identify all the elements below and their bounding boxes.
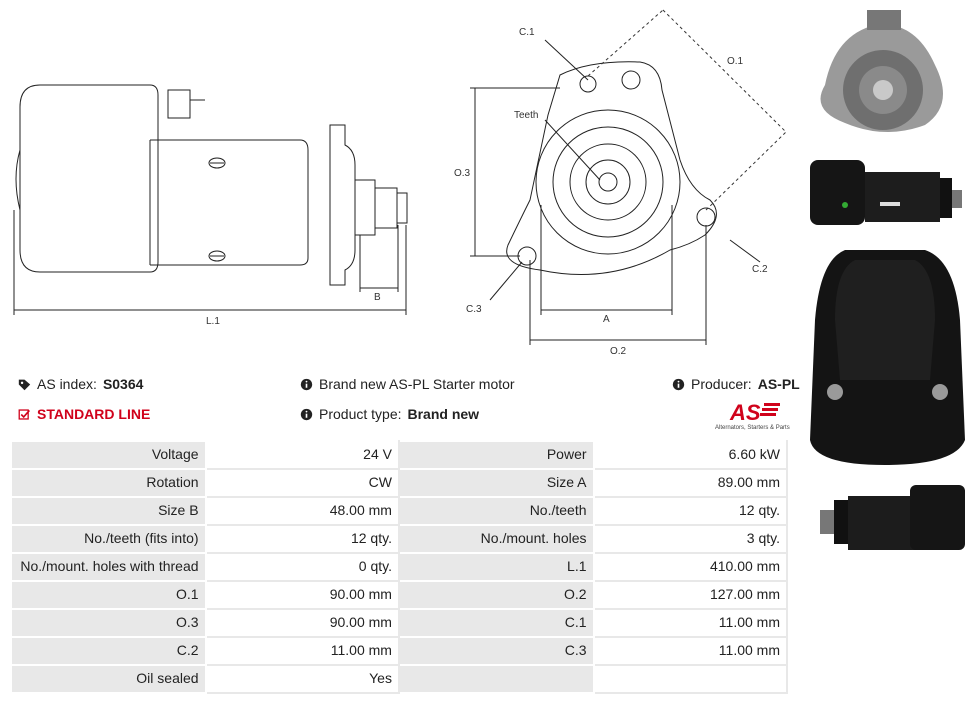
spec-label: Rotation: [10, 468, 207, 498]
table-row: No./teeth (fits into)12 qty.No./mount. h…: [10, 524, 789, 554]
teeth-label: Teeth: [514, 110, 538, 121]
product-photo-front[interactable]: [805, 5, 955, 145]
spec-value: 6.60 kW: [592, 440, 789, 470]
product-type-value: Brand new: [407, 406, 480, 422]
product-photo-cover[interactable]: [805, 240, 965, 470]
spec-label: No./teeth (fits into): [10, 524, 207, 554]
product-description: Brand new AS-PL Starter motor: [300, 376, 515, 392]
spec-value: 48.00 mm: [204, 496, 400, 526]
spec-label: No./mount. holes: [397, 524, 595, 554]
c2-label: C.2: [752, 264, 768, 275]
spec-label: Size A: [397, 468, 595, 498]
spec-value: 89.00 mm: [592, 468, 789, 498]
as-index-label: AS index:: [37, 376, 97, 392]
spec-value: 24 V: [204, 440, 400, 470]
spec-label: Size B: [10, 496, 207, 526]
o1-label: O.1: [727, 56, 744, 67]
a-label: A: [603, 314, 610, 325]
info-icon: [672, 378, 685, 390]
product-type-label: Product type:: [319, 406, 402, 422]
solenoid-outline: [19, 84, 159, 273]
spec-value: CW: [204, 468, 400, 498]
tag-icon: [18, 379, 31, 390]
spec-value: 11.00 mm: [592, 636, 789, 666]
motor-body-outline: [150, 139, 309, 266]
product-photo-rear[interactable]: [805, 480, 965, 560]
spec-value: 11.00 mm: [204, 636, 400, 666]
spec-label: O.1: [10, 580, 207, 610]
o3-label: O.3: [454, 168, 471, 179]
checkbox-icon: [18, 408, 30, 420]
spec-value: 410.00 mm: [592, 552, 789, 582]
spec-label: [397, 664, 595, 694]
spec-value: 90.00 mm: [204, 608, 400, 638]
spec-value: 12 qty.: [204, 524, 400, 554]
spec-value: 0 qty.: [204, 552, 400, 582]
spec-value: 11.00 mm: [592, 608, 789, 638]
spec-label: No./teeth: [397, 496, 595, 526]
spec-label: No./mount. holes with thread: [10, 552, 207, 582]
producer-value: AS-PL: [757, 376, 800, 392]
spec-label: C.3: [397, 636, 595, 666]
product-type: Product type: Brand new: [300, 406, 479, 422]
as-pl-logo[interactable]: AS Alternators, Starters & Parts: [705, 398, 795, 432]
c3-label: C.3: [466, 304, 482, 315]
spec-value: 3 qty.: [592, 524, 789, 554]
spec-label: O.3: [10, 608, 207, 638]
o2-label: O.2: [610, 346, 627, 357]
standard-line: STANDARD LINE: [18, 406, 150, 422]
as-index-value: S0364: [102, 376, 144, 392]
l1-label: L.1: [206, 316, 220, 327]
spec-value: Yes: [204, 664, 400, 694]
spec-label: Voltage: [10, 440, 207, 470]
producer-label: Producer:: [691, 376, 752, 392]
spec-label: L.1: [397, 552, 595, 582]
technical-drawing: L.1 B C.1 O.1 Teeth O.3 C.2 C.3 A O.2: [13, 9, 787, 357]
spec-value: 12 qty.: [592, 496, 789, 526]
spec-value: [592, 664, 789, 694]
logo-mark: AS: [729, 400, 761, 425]
spec-value: 127.00 mm: [592, 580, 789, 610]
spec-label: Oil sealed: [10, 664, 207, 694]
spec-label: C.1: [397, 608, 595, 638]
info-icon: [300, 378, 313, 390]
logo-tagline: Alternators, Starters & Parts: [715, 425, 790, 431]
c1-label: C.1: [519, 27, 535, 38]
spec-label: Power: [397, 440, 595, 470]
producer: Producer: AS-PL: [672, 376, 800, 392]
b-label: B: [374, 292, 381, 303]
spec-label: O.2: [397, 580, 595, 610]
as-index: AS index: S0364: [18, 376, 143, 392]
info-icon: [300, 408, 313, 420]
product-description-text: Brand new AS-PL Starter motor: [319, 376, 515, 392]
spec-label: C.2: [10, 636, 207, 666]
product-photo-side[interactable]: [805, 150, 965, 230]
standard-line-label: STANDARD LINE: [37, 406, 151, 422]
spec-value: 90.00 mm: [204, 580, 400, 610]
front-view-outline: [506, 61, 717, 275]
